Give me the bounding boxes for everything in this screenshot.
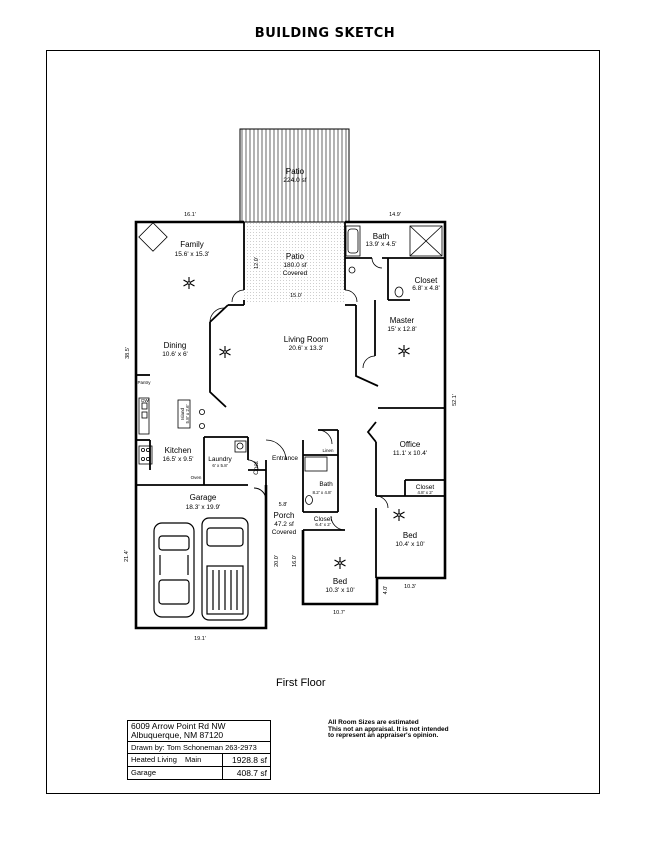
room-size: 224.0 sf [283, 177, 306, 184]
floor-label: First Floor [276, 677, 326, 689]
room-size: 6.8' x 4.8' [412, 285, 439, 292]
room-name: Patio [286, 167, 305, 176]
room-note: Covered [283, 270, 308, 277]
exterior-walls [134, 220, 447, 630]
room-size: 16.5' x 9.5' [162, 456, 193, 463]
room-name: Closet [416, 484, 435, 491]
ceiling-fan-icon [333, 556, 347, 570]
room-name: Coat [253, 461, 260, 475]
room-size: 47.2 sf [274, 521, 294, 528]
drawn-by: Drawn by: Tom Schoneman 263-2973 [128, 742, 270, 754]
room-name: Dining [164, 341, 187, 350]
garage-level [182, 767, 223, 779]
room-size: 8.2' x 4.8' [313, 490, 332, 495]
address-block: 6009 Arrow Point Rd NW Albuquerque, NM 8… [128, 721, 270, 742]
sketch-frame [46, 50, 600, 794]
room-size: 6.4' x 2' [315, 522, 330, 527]
room-name: Master [390, 316, 415, 325]
disclaimer-line: All Room Sizes are estimated [328, 719, 419, 726]
room-size: 15.6' x 15.3' [175, 251, 210, 258]
room-name: Porch [274, 511, 295, 520]
dimension-label: 5.8' [279, 502, 288, 508]
truck-icon [201, 517, 249, 621]
ceiling-fan-icon [182, 276, 196, 290]
heated-label: Heated Living [131, 755, 177, 764]
dimension-label: 14.9' [389, 212, 401, 218]
room-name: Closet [314, 516, 333, 523]
garage-door-icon [253, 487, 267, 501]
dimension-label: 21.4' [124, 550, 130, 562]
dimension-label: 52.1' [452, 394, 458, 406]
patio-covered [244, 222, 345, 302]
room-size: 11.1' x 10.4' [393, 450, 427, 457]
fixtures [138, 222, 443, 505]
info-box: 6009 Arrow Point Rd NW Albuquerque, NM 8… [127, 720, 271, 780]
dimension-label: 10.3' [404, 584, 416, 590]
dimension-label: 38.5' [125, 347, 131, 359]
dimension-label: 20.0' [274, 555, 280, 567]
room-name: Closet [415, 276, 438, 285]
disclaimer: All Room Sizes are estimated This not an… [328, 719, 478, 740]
disclaimer-line: This not an appraisal. It is not intende… [328, 725, 449, 733]
heated-living-row: Heated Living Main 1928.8 sf [128, 754, 270, 767]
room-size: 13.9' x 4.5' [365, 241, 396, 248]
room-size: 5.8' x 2.6' [185, 404, 190, 423]
room-name: Bed [403, 531, 417, 540]
room-size: 6' x 5.8' [212, 463, 227, 468]
heated-value: 1928.8 sf [232, 755, 267, 765]
room-name: Linen [322, 448, 334, 453]
address-line: Albuquerque, NM 87120 [131, 730, 224, 740]
garage-label: Garage [131, 768, 157, 777]
room-name: Entrance [272, 455, 298, 462]
ceiling-fan-icon [218, 345, 232, 359]
room-size: 180.0 sf [283, 262, 306, 269]
heated-level: Main [182, 754, 223, 766]
address-line: 6009 Arrow Point Rd NW [131, 721, 226, 731]
car-icon [153, 522, 195, 618]
room-size: 18.3' x 19.9' [186, 504, 221, 511]
dimension-label: 15.0' [290, 293, 302, 299]
dimension-label: 4.0' [383, 586, 389, 595]
room-name: Oven [191, 475, 202, 480]
room-name: Bed [333, 577, 347, 586]
room-name: Bath [373, 232, 389, 241]
disclaimer-line: to represent an appraiser's opinion. [328, 732, 439, 739]
page-title: BUILDING SKETCH [254, 26, 396, 41]
room-name: Family [180, 240, 204, 249]
ceiling-fan-icon [392, 508, 406, 522]
room-size: 10.3' x 10' [325, 587, 354, 594]
room-size: 15' x 12.8' [387, 326, 416, 333]
room-name: Kitchen [165, 446, 192, 455]
room-size: 10.4' x 10' [395, 541, 424, 548]
dimension-label: 16.1' [184, 212, 196, 218]
dimension-label: 16.0' [292, 555, 298, 567]
room-size: 10.6' x 6' [162, 351, 188, 358]
room-name: Garage [190, 493, 217, 502]
patio-uncovered [239, 128, 350, 223]
garage-value: 408.7 sf [236, 768, 267, 778]
room-name: Pantry [137, 380, 151, 385]
dimension-label: 10.7' [333, 610, 345, 616]
door-swings [209, 257, 389, 531]
room-name: Bath [319, 481, 333, 488]
dimension-label: 12.0' [254, 257, 260, 269]
ceiling-fan-icon [397, 344, 411, 358]
room-name: Island [180, 408, 185, 421]
room-name: DW [141, 398, 149, 403]
room-note: Covered [272, 529, 297, 536]
room-name: Laundry [208, 456, 232, 463]
interior-walls [136, 222, 445, 578]
room-size: 4.8' x 2' [417, 490, 432, 495]
room-name: Office [400, 440, 421, 449]
dimension-label: 19.1' [194, 636, 206, 642]
garage-row: Garage 408.7 sf [128, 767, 270, 779]
room-name: Patio [286, 252, 305, 261]
room-size: 20.6' x 13.3' [289, 345, 324, 352]
room-name: Living Room [284, 335, 329, 344]
